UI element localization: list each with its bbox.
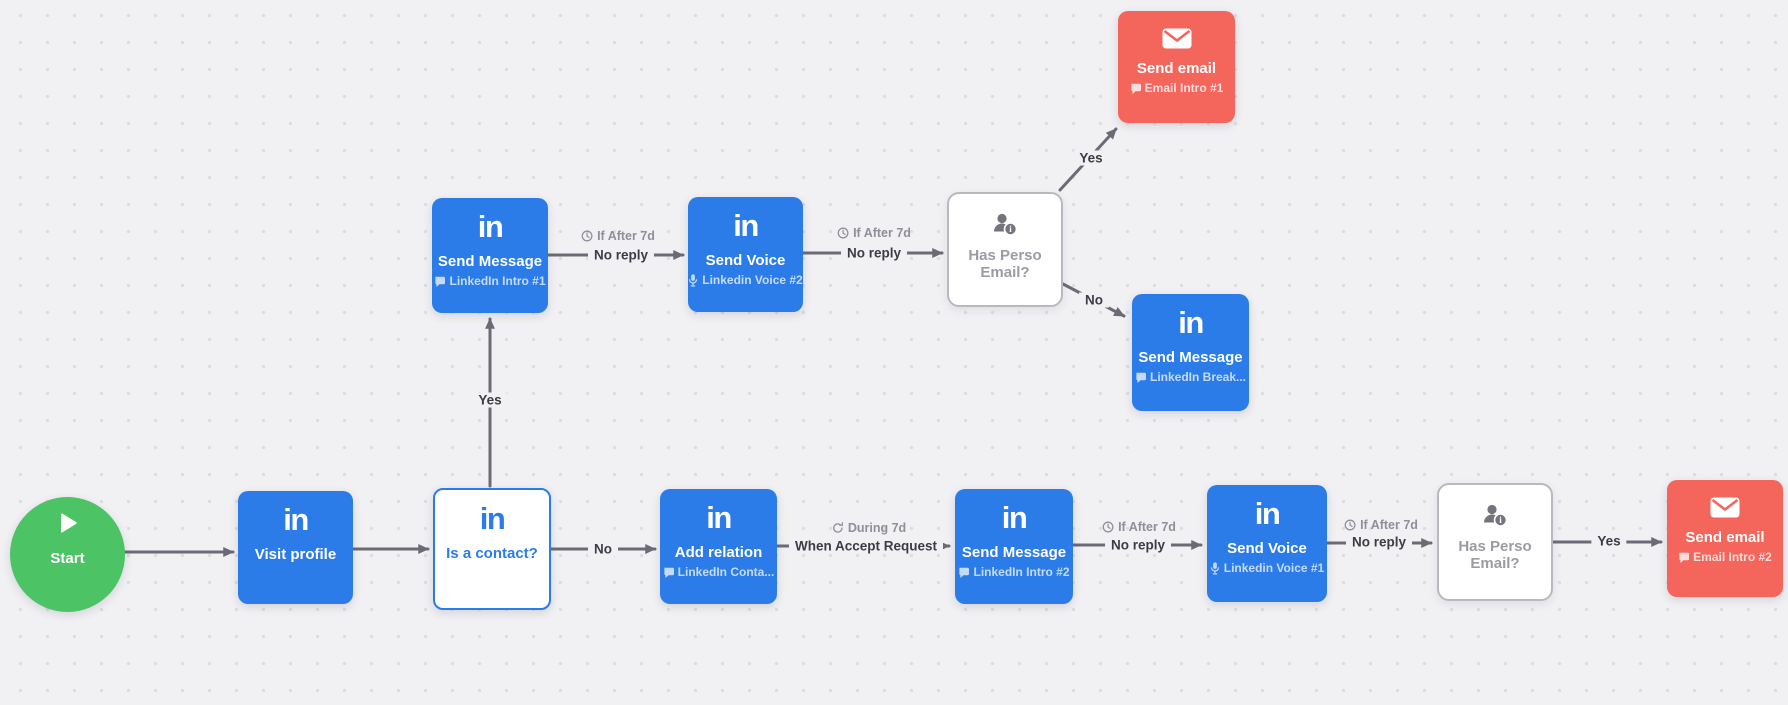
clock-icon <box>581 230 593 242</box>
message-template-icon <box>1136 372 1146 383</box>
edge-condition-label: If After 7d <box>1102 520 1176 534</box>
node-send-message-1[interactable]: in Send Message LinkedIn Intro #1 <box>432 198 548 313</box>
svg-text:i: i <box>1499 515 1502 525</box>
linkedin-icon: in <box>477 209 504 244</box>
envelope-icon <box>1162 28 1191 49</box>
edge-condition-label: If After 7d <box>581 229 655 243</box>
node-send-email-2[interactable]: Send email Email Intro #2 <box>1667 480 1783 597</box>
edge-condition-label: If After 7d <box>1344 518 1418 532</box>
node-add-relation[interactable]: in Add relation LinkedIn Conta... <box>660 489 777 604</box>
node-title: Send Voice <box>705 252 786 269</box>
message-template-icon <box>664 567 674 578</box>
linkedin-icon: in <box>706 500 732 535</box>
linkedin-icon: in <box>1178 305 1204 340</box>
node-subtitle: LinkedIn Conta... <box>663 565 774 579</box>
linkedin-icon: in <box>1001 500 1028 535</box>
node-subtitle: Email Intro #1 <box>1130 81 1223 95</box>
node-title: Send email <box>1685 529 1765 546</box>
edge-event-label: No reply <box>1345 534 1413 550</box>
node-title: Is a contact? <box>446 545 538 562</box>
play-icon <box>60 513 77 533</box>
envelope-icon <box>1710 497 1740 518</box>
linkedin-icon: in <box>733 208 759 243</box>
svg-text:i: i <box>1009 224 1012 234</box>
node-subtitle: Linkedin Voice #1 <box>1210 561 1324 575</box>
node-send-voice-1[interactable]: in Send Voice Linkedin Voice #1 <box>1207 485 1327 602</box>
linkedin-icon: in <box>479 501 506 536</box>
linkedin-icon: in <box>1254 496 1281 531</box>
node-title: Send Voice <box>1227 540 1307 557</box>
refresh-icon <box>833 522 844 533</box>
edge-branch-label-no: No <box>1079 292 1109 308</box>
node-subtitle: Linkedin Voice #2 <box>688 273 803 287</box>
node-visit-profile[interactable]: in Visit profile <box>238 491 353 604</box>
edge-branch-label-yes: Yes <box>1073 150 1109 166</box>
node-title: Send Message <box>1138 349 1243 366</box>
edge-event-label: No reply <box>1104 537 1172 553</box>
edge-branch-label-yes: Yes <box>1591 533 1627 549</box>
node-title: Send Message <box>961 544 1067 561</box>
edge-condition-label: During 7d <box>832 521 906 535</box>
person-info-icon: i <box>994 213 1018 236</box>
node-title: Add relation <box>674 544 763 561</box>
edge-event-label: No reply <box>587 247 655 263</box>
node-subtitle: LinkedIn Intro #2 <box>958 565 1070 579</box>
edge-branch-label-no: No <box>588 541 618 557</box>
node-send-email-1[interactable]: Send email Email Intro #1 <box>1118 11 1235 123</box>
message-template-icon <box>435 276 446 287</box>
edge-event-label: No reply <box>840 245 908 261</box>
microphone-icon <box>689 274 698 287</box>
clock-icon <box>837 227 849 239</box>
node-title: Has Perso Email? <box>1458 538 1532 573</box>
edge-branch-label-yes: Yes <box>472 392 508 408</box>
person-info-icon: i <box>1484 504 1508 527</box>
node-has-perso-email-top[interactable]: i Has Perso Email? <box>947 192 1063 307</box>
node-send-message-2[interactable]: in Send Message LinkedIn Intro #2 <box>955 489 1073 604</box>
node-subtitle: LinkedIn Intro #1 <box>434 274 546 288</box>
message-template-icon <box>1679 552 1690 563</box>
node-send-message-break[interactable]: in Send Message LinkedIn Break... <box>1132 294 1249 411</box>
message-template-icon <box>1131 83 1141 94</box>
microphone-icon <box>1210 562 1219 575</box>
message-template-icon <box>959 567 970 578</box>
node-has-perso-email-bottom[interactable]: i Has Perso Email? <box>1437 483 1553 601</box>
clock-icon <box>1344 519 1356 531</box>
node-title: Send email <box>1136 60 1217 77</box>
node-is-a-contact[interactable]: in Is a contact? <box>433 488 551 610</box>
node-subtitle: LinkedIn Break... <box>1135 370 1246 384</box>
edge-event-label: When Accept Request <box>788 538 944 554</box>
edge-condition-label: If After 7d <box>837 226 911 240</box>
node-send-voice-2[interactable]: in Send Voice Linkedin Voice #2 <box>688 197 803 312</box>
clock-icon <box>1102 521 1114 533</box>
node-title: Start <box>50 550 85 567</box>
node-title: Visit profile <box>254 546 337 563</box>
node-title: Has Perso Email? <box>968 247 1042 282</box>
node-subtitle: Email Intro #2 <box>1678 550 1772 564</box>
linkedin-icon: in <box>283 502 309 537</box>
node-start[interactable]: Start <box>10 497 125 612</box>
node-title: Send Message <box>437 253 543 270</box>
